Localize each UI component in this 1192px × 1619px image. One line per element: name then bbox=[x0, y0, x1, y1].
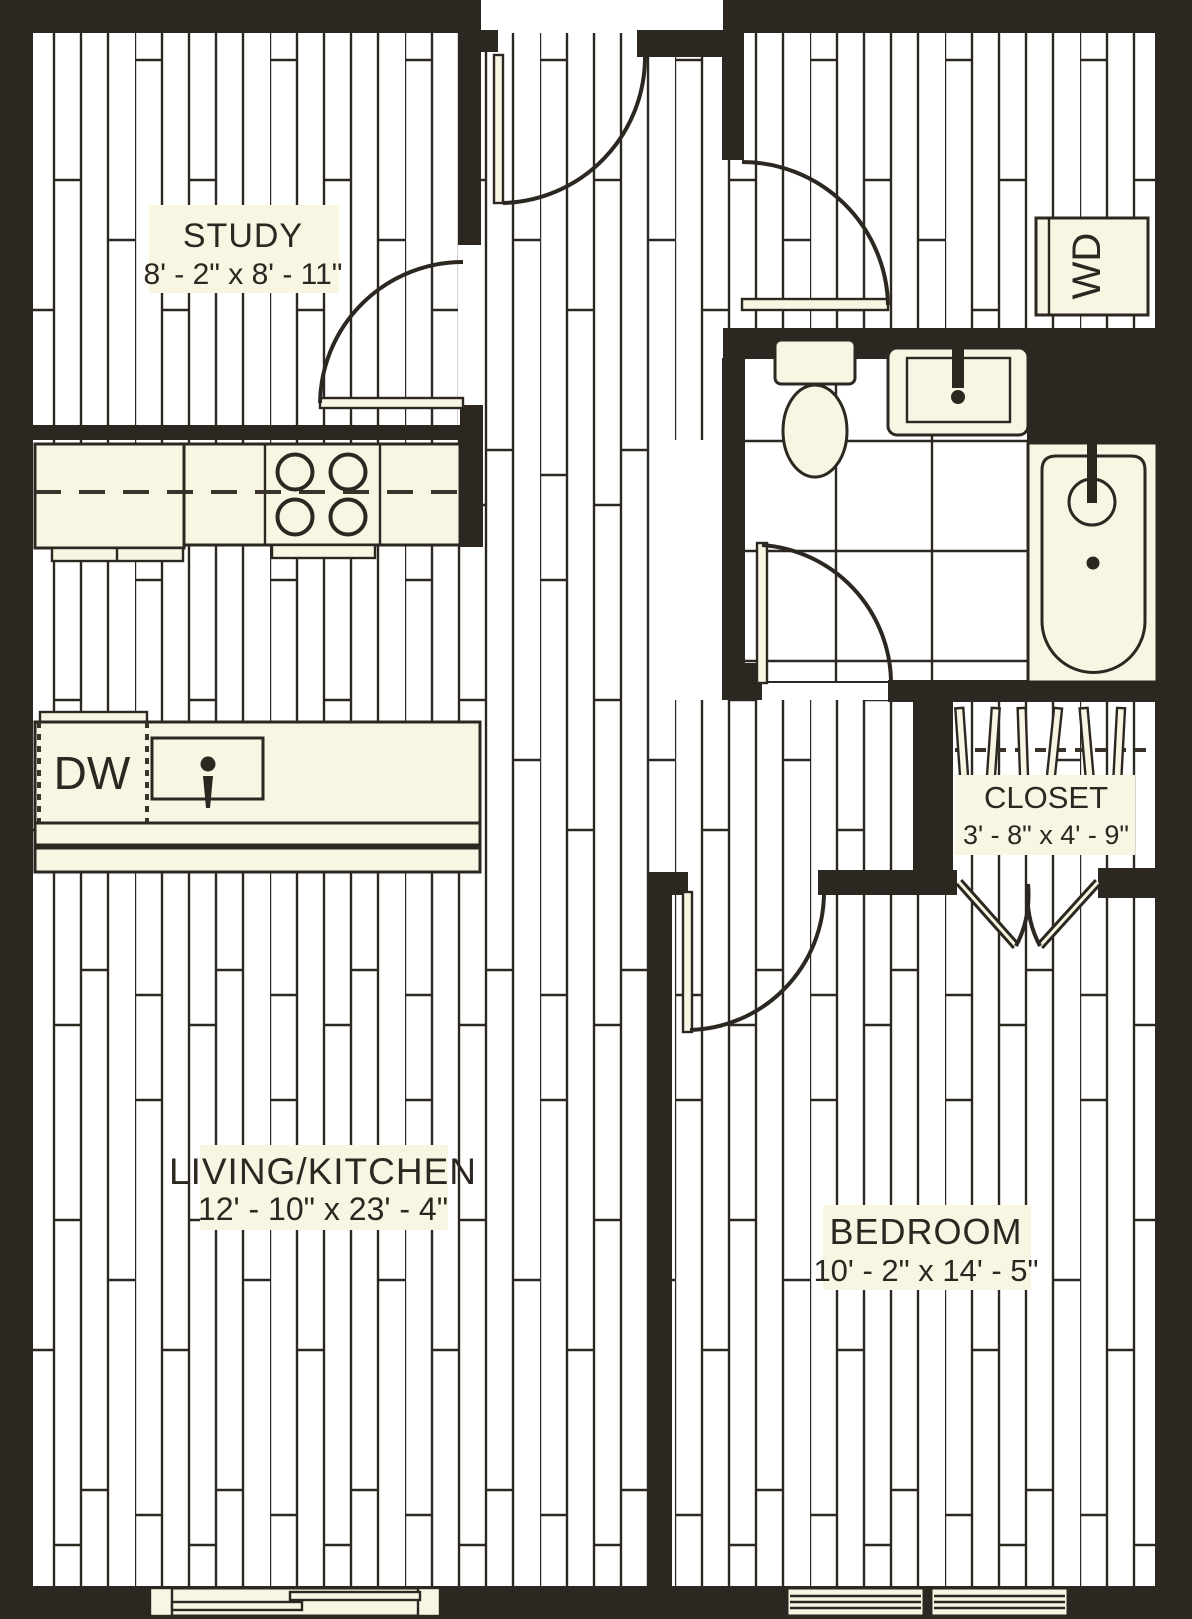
closet-name: CLOSET bbox=[984, 780, 1108, 815]
toilet-tank bbox=[773, 338, 857, 386]
living-kitchen-name: LIVING/KITCHEN bbox=[169, 1151, 477, 1192]
dishwasher-label: DW bbox=[54, 747, 131, 799]
wall-living-bedroom-divider bbox=[648, 872, 672, 1586]
entry-hall-floor bbox=[481, 33, 723, 440]
wall-bath-bottom bbox=[888, 680, 1157, 702]
closet-dims: 3' - 8" x 4' - 9" bbox=[963, 820, 1129, 850]
sink-faucet-dot bbox=[951, 390, 965, 404]
wall-bath-door-stub bbox=[722, 663, 762, 700]
toilet-bowl bbox=[781, 383, 849, 479]
bedroom-door bbox=[681, 890, 826, 1034]
wall-closet-bottom-right bbox=[1098, 868, 1157, 898]
laundry: WD bbox=[1034, 216, 1150, 317]
wall-top-left bbox=[0, 0, 481, 33]
island-ledge-1 bbox=[33, 821, 482, 847]
wall-study-bottom bbox=[0, 425, 483, 440]
refrigerator bbox=[33, 442, 186, 550]
study-dims: 8' - 2" x 8' - 11" bbox=[144, 258, 343, 291]
wall-top-right bbox=[723, 0, 1192, 33]
wall-study-right bbox=[458, 33, 481, 245]
study-door bbox=[318, 260, 465, 410]
bathtub-basin bbox=[1040, 454, 1147, 674]
living-kitchen-dims: 12' - 10" x 23' - 4" bbox=[198, 1191, 448, 1227]
bathroom-door bbox=[755, 541, 893, 685]
label-living-kitchen: LIVING/KITCHEN 12' - 10" x 23' - 4" bbox=[169, 1145, 477, 1230]
island-faucet-handle bbox=[203, 776, 213, 808]
living-kitchen-floor bbox=[33, 440, 672, 1586]
label-bedroom: BEDROOM 10' - 2" x 14' - 5" bbox=[813, 1205, 1039, 1290]
washer-dryer-label: WD bbox=[1065, 233, 1109, 300]
wall-bath-left bbox=[722, 358, 744, 663]
tub-faucet-icon bbox=[1067, 477, 1117, 527]
bedroom-dims: 10' - 2" x 14' - 5" bbox=[813, 1253, 1038, 1288]
wall-left bbox=[0, 0, 33, 1619]
wall-entry-jamb bbox=[481, 30, 498, 52]
label-study: STUDY 8' - 2" x 8' - 11" bbox=[144, 205, 343, 293]
closet-bifold-doors bbox=[955, 878, 1102, 950]
study-name: STUDY bbox=[183, 217, 303, 255]
room-labels: STUDY 8' - 2" x 8' - 11" LIVING/KITCHEN … bbox=[144, 205, 1135, 1290]
bedroom-window bbox=[785, 1586, 1070, 1618]
entry-door bbox=[492, 53, 647, 205]
tub-faucet-pipe bbox=[1087, 415, 1097, 503]
wall-kitchen-end bbox=[460, 405, 483, 547]
bedroom-name: BEDROOM bbox=[829, 1211, 1022, 1252]
island-ledge-2 bbox=[33, 846, 482, 874]
openings bbox=[148, 1586, 1070, 1618]
kitchen-counter bbox=[33, 442, 462, 563]
wall-bedroom-door bbox=[818, 870, 957, 895]
laundry-door bbox=[740, 160, 890, 312]
island-faucet-icon bbox=[200, 756, 216, 772]
bathroom-fixtures bbox=[773, 338, 1159, 684]
wood-floors bbox=[33, 33, 1155, 1586]
washer-dryer-unit bbox=[1034, 216, 1150, 317]
tub-drain bbox=[1086, 556, 1100, 570]
oven-drawer bbox=[270, 543, 377, 560]
wall-laundry-stub bbox=[722, 33, 744, 160]
wall-closet-left bbox=[913, 702, 953, 872]
kitchen-island: DW bbox=[33, 710, 482, 874]
stove-burners bbox=[275, 452, 368, 537]
label-closet: CLOSET 3' - 8" x 4' - 9" bbox=[955, 775, 1135, 855]
wall-right bbox=[1155, 0, 1192, 1619]
doors bbox=[318, 53, 1102, 1034]
sink-faucet-icon bbox=[952, 349, 964, 388]
sliding-glass-door bbox=[148, 1586, 442, 1618]
wall-entry-recess bbox=[637, 30, 725, 57]
